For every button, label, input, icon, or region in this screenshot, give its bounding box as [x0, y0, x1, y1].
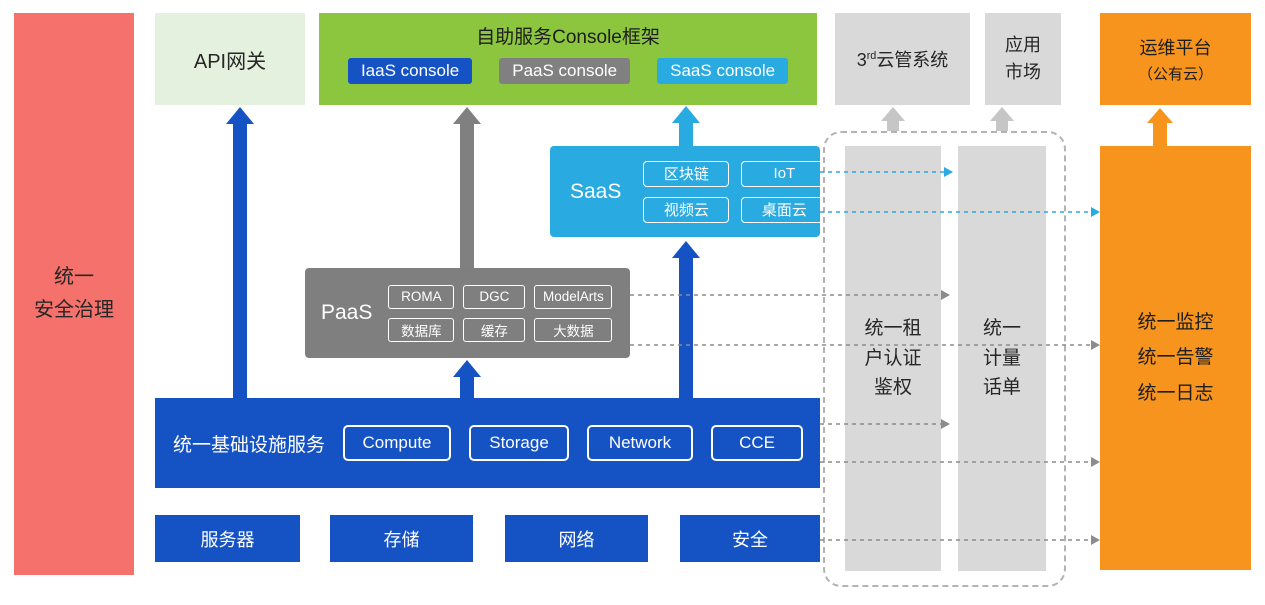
- arrow-monitor-to-om-platform: [1147, 108, 1173, 146]
- arrow-iaas-to-api-gateway: [226, 107, 254, 398]
- om-platform-title: 运维平台: [1139, 38, 1212, 58]
- tenant-auth-label: 统一租 户认证 鉴权: [864, 318, 922, 399]
- saas-item-video-cloud: 视频云: [643, 196, 730, 223]
- iaas-item-storage: Storage: [469, 425, 570, 461]
- paas-item-roma: ROMA: [388, 284, 455, 309]
- paas-item-dgc: DGC: [463, 284, 526, 309]
- metering-billing-label: 统一 计量 话单: [982, 318, 1021, 399]
- saas-item-iot: IoT: [741, 160, 828, 187]
- security-governance-bar: 统一 安全治理: [14, 13, 134, 575]
- infra-server-box: 服务器: [155, 515, 300, 562]
- arrow-saas-to-console: [672, 106, 700, 146]
- iaas-item-network: Network: [587, 425, 694, 461]
- arrow-iaas-to-paas: [453, 360, 481, 398]
- infra-storage-label: 存储: [383, 529, 420, 550]
- paas-group-box: PaaS ROMA DGC ModelArts 数据库 缓存 大数据: [305, 268, 630, 358]
- third-party-cloud-mgmt-label: 3rd云管系统: [857, 46, 949, 72]
- infra-storage-box: 存储: [330, 515, 473, 562]
- third-party-cloud-mgmt-box: 3rd云管系统: [835, 13, 970, 105]
- arrow-auth-to-third-cloud: [881, 107, 905, 131]
- monitor-alarm-log-label: 统一监控 统一告警 统一日志: [1137, 312, 1214, 404]
- console-chip-row: IaaS console PaaS console SaaS console: [347, 58, 789, 84]
- console-framework-title: 自助服务Console框架: [476, 27, 660, 48]
- monitor-alarm-log-bar: 统一监控 统一告警 统一日志: [1100, 146, 1251, 570]
- arrow-iaas-to-saas: [672, 241, 700, 398]
- arrow-paas-to-console: [453, 107, 481, 268]
- saas-services-grid: 区块链 IoT 视频云 桌面云: [643, 160, 828, 223]
- api-gateway-box: API网关: [155, 13, 305, 105]
- saas-label: SaaS: [570, 179, 622, 203]
- security-governance-label: 统一 安全治理: [34, 266, 114, 321]
- om-platform-subtitle: （公有云）: [1137, 66, 1213, 83]
- infra-network-box: 网络: [505, 515, 648, 562]
- iaas-group-box: 统一基础设施服务 Compute Storage Network CCE: [155, 398, 820, 488]
- iaas-console-chip: IaaS console: [347, 58, 473, 84]
- iaas-item-compute: Compute: [343, 425, 452, 461]
- third-party-base: 3: [856, 50, 867, 70]
- saas-group-box: SaaS 区块链 IoT 视频云 桌面云: [550, 146, 828, 237]
- paas-console-chip: PaaS console: [499, 58, 631, 84]
- arrow-billing-to-app-market: [990, 107, 1014, 131]
- common-services-dashed-frame: [823, 131, 1066, 587]
- third-party-superscript: rd: [866, 50, 877, 62]
- app-market-box: 应用 市场: [985, 13, 1061, 105]
- saas-item-desktop-cloud: 桌面云: [741, 196, 828, 223]
- infra-network-label: 网络: [558, 529, 595, 550]
- saas-item-blockchain: 区块链: [643, 160, 730, 187]
- paas-item-cache: 缓存: [463, 317, 526, 342]
- third-party-rest: 云管系统: [876, 50, 949, 70]
- metering-billing-bar: 统一 计量 话单: [958, 146, 1046, 571]
- iaas-item-cce: CCE: [711, 425, 804, 461]
- paas-item-modelarts: ModelArts: [534, 284, 613, 309]
- paas-item-bigdata: 大数据: [534, 317, 613, 342]
- saas-console-chip: SaaS console: [657, 58, 789, 84]
- paas-label: PaaS: [321, 301, 373, 324]
- infra-security-box: 安全: [680, 515, 820, 562]
- iaas-label: 统一基础设施服务: [173, 434, 326, 456]
- tenant-auth-bar: 统一租 户认证 鉴权: [845, 146, 941, 571]
- om-platform-box: 运维平台 （公有云）: [1100, 13, 1251, 105]
- app-market-label: 应用 市场: [1005, 35, 1041, 82]
- paas-item-database: 数据库: [388, 317, 455, 342]
- paas-services-grid: ROMA DGC ModelArts 数据库 缓存 大数据: [388, 284, 613, 342]
- infra-server-label: 服务器: [200, 529, 255, 550]
- console-framework-box: 自助服务Console框架 IaaS console PaaS console …: [319, 13, 817, 105]
- api-gateway-label: API网关: [193, 50, 267, 73]
- infra-security-label: 安全: [732, 529, 768, 550]
